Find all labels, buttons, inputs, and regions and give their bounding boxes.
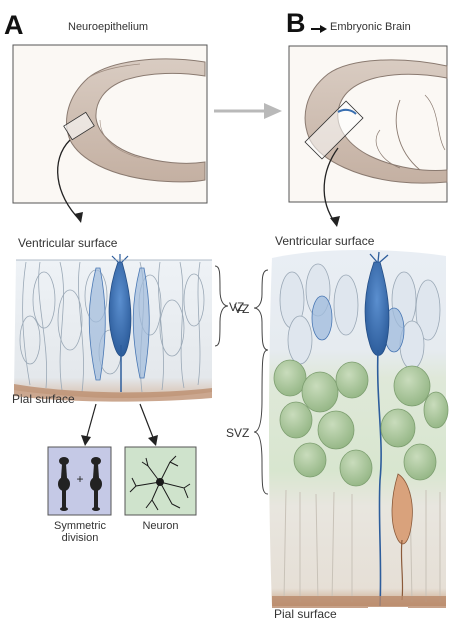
- panel-a-pial-surface-label: Pial surface: [12, 392, 75, 406]
- embryonic-brain-column: [269, 250, 448, 608]
- panel-a-title: Neuroepithelium: [68, 21, 148, 33]
- neuron-label: Neuron: [125, 520, 196, 532]
- progression-arrow: [214, 103, 282, 119]
- neuron-illustration: [125, 447, 196, 515]
- panel-b-svz-label: SVZ: [226, 426, 249, 440]
- panel-b-pial-surface-label: Pial surface: [274, 607, 337, 621]
- svg-text:+: +: [76, 472, 83, 486]
- panel-b-letter: B: [286, 8, 306, 39]
- panel-a-ventricular-surface-label: Ventricular surface: [18, 236, 117, 250]
- panel-a-letter: A: [4, 10, 24, 41]
- neuroepithelium-thumbnail: [13, 45, 207, 203]
- panel-b-vz-label: VZ: [234, 302, 249, 316]
- symmetric-division-illustration: +: [48, 447, 111, 515]
- panel-b-title: Embryonic Brain: [330, 21, 411, 33]
- vz-bracket-b: [254, 270, 268, 350]
- symmetric-division-label: Symmetric division: [34, 520, 126, 544]
- neuroepithelium-column: [14, 254, 212, 402]
- vz-bracket-a: [215, 266, 228, 346]
- svz-bracket-b: [254, 350, 268, 494]
- panel-b-ventricular-surface-label: Ventricular surface: [275, 234, 374, 248]
- embryonic-brain-thumbnail: [289, 46, 447, 202]
